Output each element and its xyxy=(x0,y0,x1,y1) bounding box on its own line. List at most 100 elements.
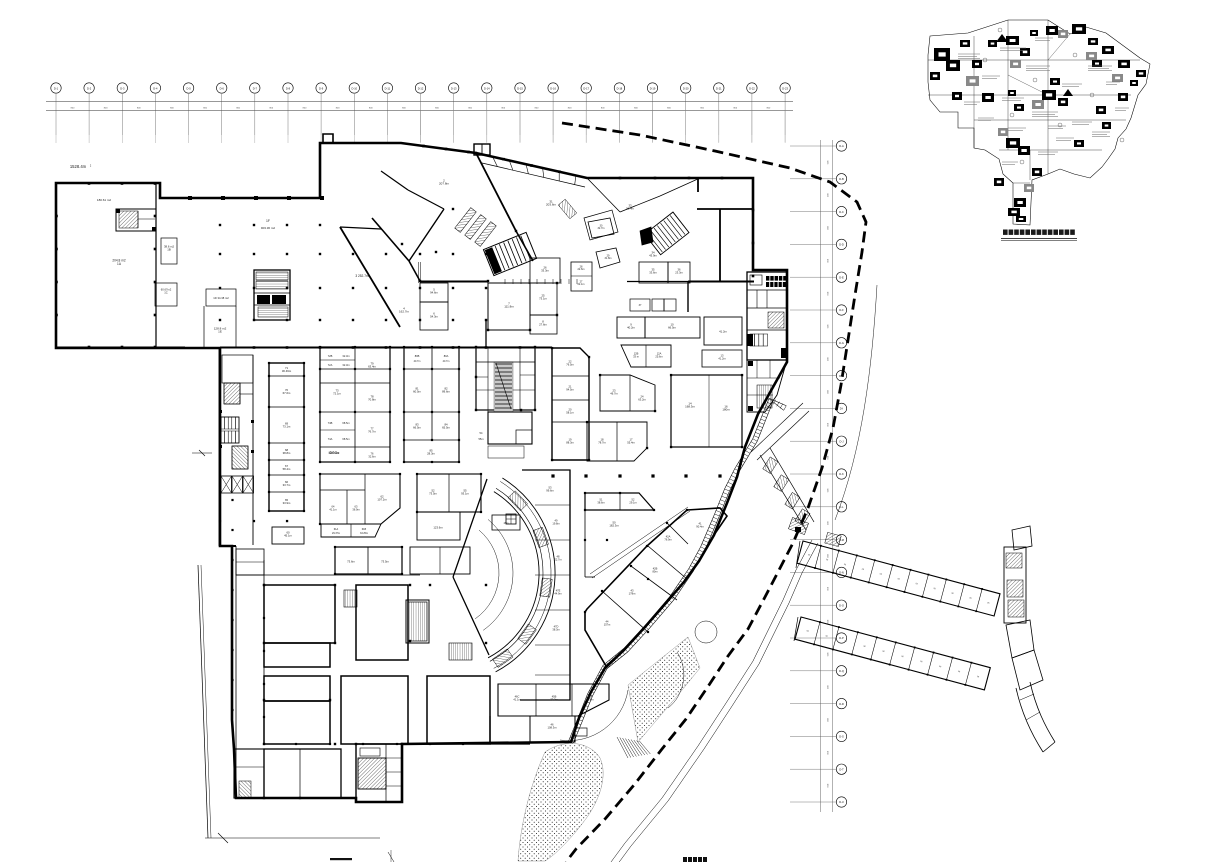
svg-text:D-O: D-O xyxy=(839,603,844,607)
svg-text:D-9: D-9 xyxy=(319,87,324,91)
svg-text:D-18: D-18 xyxy=(617,87,623,91)
svg-text:74A: 74A xyxy=(328,437,333,441)
svg-text:71: 71 xyxy=(285,366,289,370)
svg-text:1C: 1C xyxy=(164,290,167,294)
svg-text:800: 800 xyxy=(501,108,505,110)
svg-text:D-E: D-E xyxy=(839,275,844,279)
svg-text:24: 24 xyxy=(641,394,644,398)
svg-text:107.2m: 107.2m xyxy=(377,498,387,502)
svg-text:22.6m: 22.6m xyxy=(578,268,585,271)
svg-text:800: 800 xyxy=(402,108,406,110)
svg-text:38.8m: 38.8m xyxy=(283,451,291,455)
svg-text:162.7m: 162.7m xyxy=(399,310,410,314)
svg-text:D-17: D-17 xyxy=(583,87,589,91)
svg-text:80m: 80m xyxy=(652,569,657,573)
svg-text:32.3m: 32.3m xyxy=(342,363,349,367)
svg-text:63: 63 xyxy=(355,504,358,508)
svg-text:D-U: D-U xyxy=(839,800,844,804)
svg-text:D-12: D-12 xyxy=(418,87,424,91)
svg-text:72.1m: 72.1m xyxy=(333,392,341,396)
svg-text:800: 800 xyxy=(826,226,828,230)
svg-text:38.6 m2: 38.6 m2 xyxy=(164,244,175,248)
svg-text:D-T: D-T xyxy=(839,767,844,771)
svg-text:800: 800 xyxy=(826,620,828,624)
svg-text:D-A: D-A xyxy=(839,144,844,148)
svg-text:207.8m: 207.8m xyxy=(439,182,450,186)
svg-text:D-20: D-20 xyxy=(683,87,689,91)
svg-text:47D: 47D xyxy=(554,624,559,628)
svg-text:31: 31 xyxy=(549,199,553,203)
svg-text:D-21: D-21 xyxy=(716,87,722,91)
svg-text:D-P: D-P xyxy=(839,636,844,640)
svg-text:800: 800 xyxy=(104,108,108,110)
svg-text:61B: 61B xyxy=(362,528,367,531)
svg-text:D-8: D-8 xyxy=(286,87,291,91)
svg-text:05: 05 xyxy=(879,573,883,576)
svg-text:157m: 157m xyxy=(604,622,611,626)
svg-text:D-G: D-G xyxy=(839,341,844,345)
svg-text:22: 22 xyxy=(569,359,572,363)
svg-text:38.3m: 38.3m xyxy=(552,627,559,631)
svg-text:46: 46 xyxy=(551,722,554,726)
svg-text:06: 06 xyxy=(844,641,848,644)
svg-text:26: 26 xyxy=(543,265,547,269)
svg-text:180.61 m2: 180.61 m2 xyxy=(97,198,112,202)
svg-text:94.5m: 94.5m xyxy=(566,387,574,391)
svg-text:55m: 55m xyxy=(478,437,483,441)
svg-text:800: 800 xyxy=(137,108,141,110)
svg-text:D-R: D-R xyxy=(839,702,844,706)
svg-text:800: 800 xyxy=(71,108,75,110)
svg-text:D-16: D-16 xyxy=(550,87,556,91)
svg-text:05: 05 xyxy=(808,554,812,557)
svg-text:20: 20 xyxy=(569,407,572,411)
svg-text:74B: 74B xyxy=(328,421,333,425)
svg-text:55.4m: 55.4m xyxy=(627,440,635,444)
svg-text:800: 800 xyxy=(667,108,671,110)
svg-text:800: 800 xyxy=(369,108,373,110)
svg-text:78: 78 xyxy=(370,394,374,398)
svg-text:06: 06 xyxy=(825,635,829,638)
svg-text:iDGOo: iDGOo xyxy=(329,451,340,455)
svg-text:800: 800 xyxy=(634,108,638,110)
svg-text:800: 800 xyxy=(826,259,828,263)
svg-text:178m: 178m xyxy=(629,591,636,595)
svg-text:2: 2 xyxy=(443,178,445,182)
svg-text:32.7m: 32.7m xyxy=(598,227,605,230)
svg-text:800: 800 xyxy=(468,108,472,110)
svg-text:800: 800 xyxy=(170,108,174,110)
svg-text:06: 06 xyxy=(882,651,886,654)
svg-text:128.8 m2: 128.8 m2 xyxy=(214,326,227,330)
svg-text:68.5m: 68.5m xyxy=(342,421,349,425)
svg-text:44: 44 xyxy=(606,619,609,623)
svg-text:83: 83 xyxy=(415,422,419,426)
svg-text:06: 06 xyxy=(920,661,924,664)
svg-text:51: 51 xyxy=(600,497,603,501)
svg-text:41.2m: 41.2m xyxy=(719,330,727,334)
svg-text:65: 65 xyxy=(285,498,289,502)
svg-text:D-S: D-S xyxy=(839,735,844,739)
svg-text:203.6m: 203.6m xyxy=(546,203,557,207)
svg-text:D-6: D-6 xyxy=(220,87,225,91)
svg-text:46.7m: 46.7m xyxy=(610,391,618,395)
svg-text:108.3m: 108.3m xyxy=(548,725,558,729)
svg-text:4: 4 xyxy=(403,306,405,310)
svg-text:D-23: D-23 xyxy=(782,87,788,91)
svg-text:800: 800 xyxy=(236,108,240,110)
svg-text:50: 50 xyxy=(612,520,616,524)
svg-text:06: 06 xyxy=(939,666,943,669)
svg-text:800: 800 xyxy=(826,292,828,296)
svg-text:66.5m: 66.5m xyxy=(413,426,421,430)
svg-text:33 m: 33 m xyxy=(633,354,639,358)
svg-text:800: 800 xyxy=(733,108,737,110)
svg-text:93.1m: 93.1m xyxy=(461,492,469,496)
svg-text:89.6m: 89.6m xyxy=(442,390,450,394)
svg-text:800: 800 xyxy=(826,193,828,197)
svg-text:1528.4m: 1528.4m xyxy=(70,164,87,169)
svg-text:53: 53 xyxy=(549,485,552,489)
svg-text:40.7m: 40.7m xyxy=(414,360,421,363)
svg-text:800: 800 xyxy=(269,108,273,110)
svg-text:05: 05 xyxy=(843,564,847,567)
svg-text:65.5m: 65.5m xyxy=(442,426,450,430)
svg-text:D-15: D-15 xyxy=(517,87,523,91)
svg-text:05: 05 xyxy=(826,559,830,562)
